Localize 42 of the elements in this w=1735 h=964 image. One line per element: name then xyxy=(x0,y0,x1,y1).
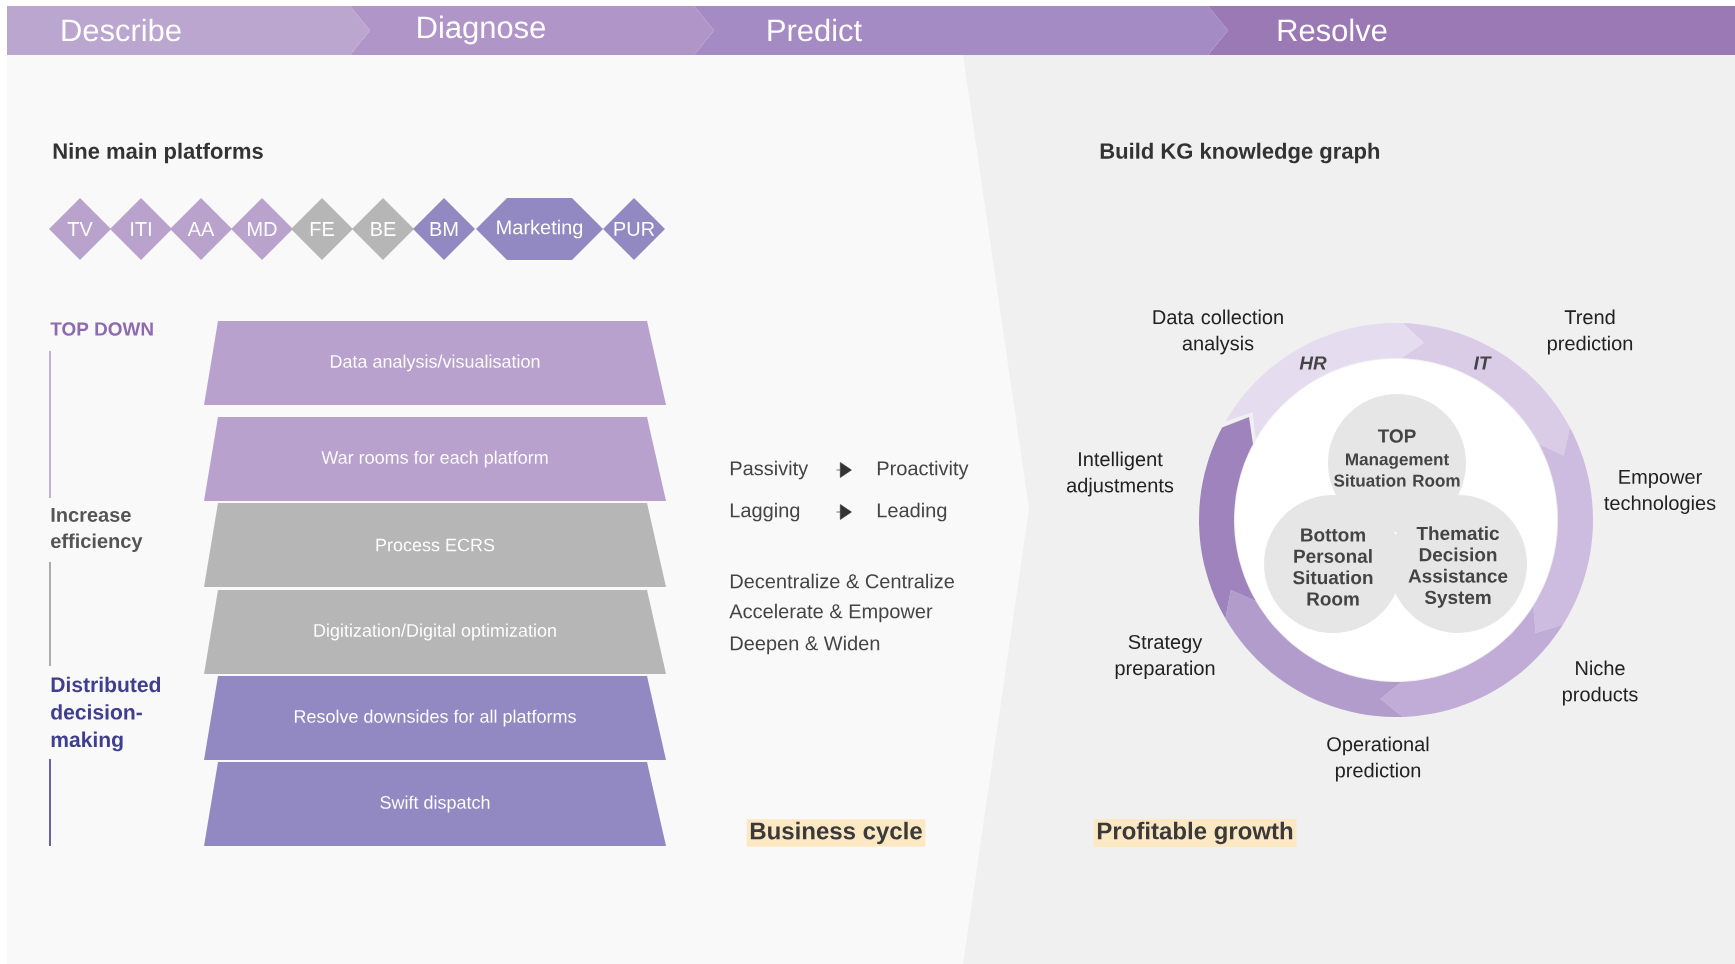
highlighted-label: Profitable growth xyxy=(1093,819,1297,847)
text-line: Accelerate & Empower xyxy=(729,603,933,623)
arrow xyxy=(836,462,852,478)
cycle-label: Data collection analysis xyxy=(1153,309,1283,355)
node-label: Management Situation Room xyxy=(1334,453,1460,487)
trapezoid-band: Process ECRS xyxy=(204,503,666,587)
cycle-label: Intelligent adjustments xyxy=(1066,451,1174,497)
stage-banner: Diagnose xyxy=(350,6,714,55)
section-heading: Build KG knowledge graph xyxy=(1100,142,1380,164)
trapezoid-band: Resolve downsides for all platforms xyxy=(204,676,666,760)
stage-banner: Describe xyxy=(7,6,370,55)
node-label: Swift dispatch xyxy=(380,795,490,813)
ring-tag: HR xyxy=(1299,356,1327,370)
node-label: Resolve downsides for all platforms xyxy=(294,709,576,727)
side-label: Increase efficiency xyxy=(51,508,143,552)
cycle-label: Niche products xyxy=(1562,660,1638,706)
cycle-label: Operational prediction xyxy=(1327,736,1429,782)
cycle-label: Empower technologies xyxy=(1604,470,1716,514)
highlighted-label: Business cycle xyxy=(746,819,926,847)
cycle-label: Strategy preparation xyxy=(1115,634,1215,680)
trapezoid-band: Swift dispatch xyxy=(204,762,666,846)
arrow xyxy=(836,504,852,520)
text-item: Leading xyxy=(877,502,947,522)
side-label: Distributed decision-making xyxy=(51,676,161,752)
ring-segment xyxy=(1225,590,1403,717)
trapezoid-band: Data analysis/visualisation xyxy=(204,321,666,405)
stage-banner: Predict xyxy=(694,6,1228,55)
ring-tag: IT xyxy=(1473,356,1492,370)
side-label: TOP DOWN xyxy=(50,322,153,336)
text-item: Lagging xyxy=(730,502,800,522)
stage-banner: Resolve xyxy=(1208,6,1735,55)
node-label: TOP xyxy=(1377,429,1416,443)
ring-segment xyxy=(1533,427,1593,633)
text-item: Passivity xyxy=(730,460,809,480)
text-line: Deepen & Widen xyxy=(730,635,880,655)
text-line: Decentralize & Centralize xyxy=(730,573,954,589)
cycle-label: Trend prediction xyxy=(1547,309,1633,355)
trapezoid-band: War rooms for each platform xyxy=(204,417,666,501)
text-item: Proactivity xyxy=(877,460,969,480)
trapezoid-band: Digitization/Digital optimization xyxy=(204,590,666,674)
section-heading: Nine main platforms xyxy=(53,142,263,164)
ring-segment xyxy=(1199,417,1256,619)
